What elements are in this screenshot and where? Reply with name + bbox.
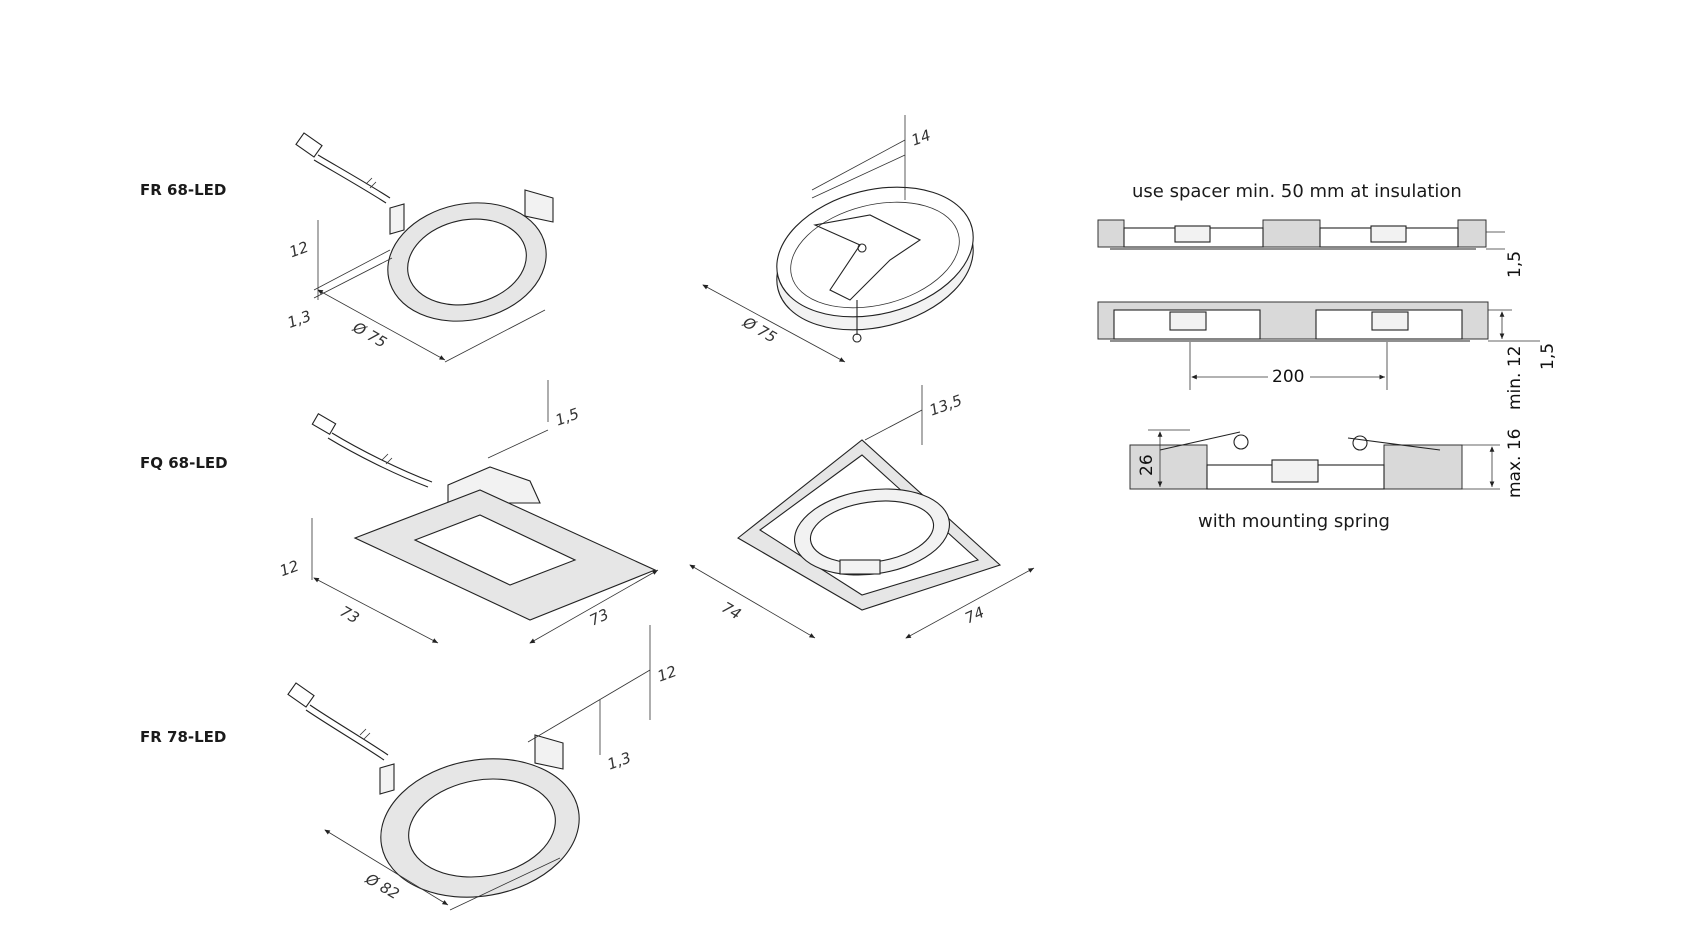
section-panel (1097, 301, 1540, 390)
dim-spacer-round-diameter: Ø 75 (739, 313, 780, 347)
section-spacer (1097, 219, 1505, 250)
dim-spacer-round-height: 14 (909, 126, 933, 149)
label-fr68: FR 68-LED (140, 181, 226, 199)
dim-max-depth: max. 16 (1505, 429, 1525, 498)
dim-spacing: 200 (1272, 367, 1304, 387)
fr68-light (295, 132, 554, 363)
dim-spacer-square-side-a: 74 (719, 598, 745, 623)
round-spacer (702, 115, 974, 363)
dim-fr68-height: 12 (287, 238, 311, 261)
dim-min-depth: min. 12 (1505, 346, 1525, 411)
dim-fq68-side-a: 73 (337, 602, 363, 627)
label-fq68: FQ 68-LED (140, 454, 228, 472)
dim-spacer-square-height: 13,5 (927, 391, 965, 419)
dim-board: 26 (1137, 454, 1157, 476)
square-spacer (689, 385, 1035, 639)
fr78-light (287, 625, 651, 911)
dim-spacer-square-side-b: 74 (962, 603, 987, 627)
dim-fq68-height: 12 (277, 557, 301, 580)
fq68-light (311, 380, 659, 644)
dim-mid-rim: 1,5 (1538, 343, 1558, 370)
label-fr78: FR 78-LED (140, 728, 226, 746)
dim-fr78-height: 12 (655, 662, 679, 685)
dim-fr78-diameter: Ø 82 (362, 869, 403, 903)
spring-note: with mounting spring (1198, 511, 1390, 532)
dim-fr68-diameter: Ø 75 (349, 318, 390, 352)
dim-fq68-rim: 1,5 (553, 404, 582, 429)
dim-fr68-rim: 1,3 (285, 307, 314, 332)
dim-top-rim: 1,5 (1505, 251, 1525, 278)
dim-fr78-rim: 1,3 (605, 748, 634, 773)
spacer-note: use spacer min. 50 mm at insulation (1132, 181, 1462, 202)
section-mounting-spring (1129, 429, 1500, 490)
